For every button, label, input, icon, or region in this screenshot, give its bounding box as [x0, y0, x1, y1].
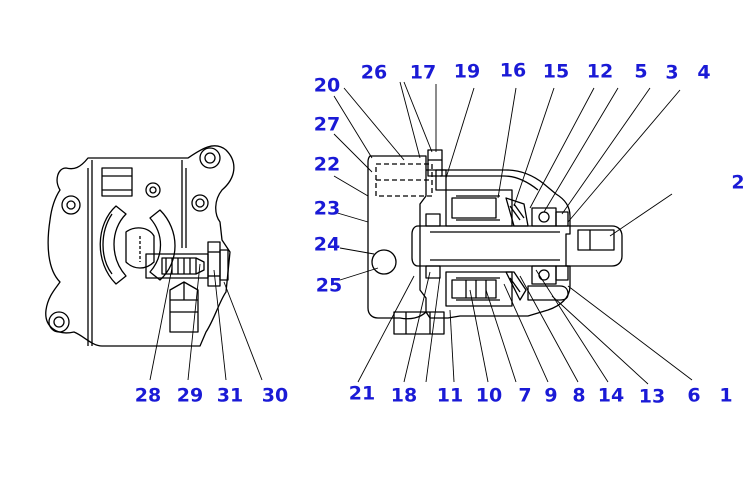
callout-31: 31 — [216, 384, 244, 407]
callout-26: 26 — [360, 61, 388, 84]
lower-plug — [169, 281, 199, 333]
callout-12: 12 — [586, 60, 614, 83]
oil-seal-lower — [555, 265, 569, 281]
motor-housing — [425, 169, 571, 319]
cover-plug — [371, 249, 397, 275]
piston-lower — [451, 279, 497, 299]
callout-8: 8 — [572, 384, 586, 407]
callout-22: 22 — [313, 153, 341, 176]
callout-14: 14 — [597, 384, 625, 407]
callout-27: 27 — [313, 113, 341, 136]
callout-17: 17 — [409, 61, 437, 84]
upper-plug — [101, 167, 133, 197]
callout-3: 3 — [665, 61, 679, 84]
callout-16: 16 — [499, 59, 527, 82]
callout-1: 1 — [719, 384, 733, 407]
piston-upper — [451, 197, 497, 219]
shaft-key — [577, 229, 615, 251]
callout-30: 30 — [261, 384, 289, 407]
rear-bearing-lower — [425, 265, 441, 279]
callout-18: 18 — [390, 384, 418, 407]
drain-boss — [527, 285, 569, 301]
callout-4: 4 — [697, 61, 711, 84]
callout-15: 15 — [542, 60, 570, 83]
end-view — [45, 145, 235, 347]
output-shaft — [411, 225, 623, 267]
kidney-port-left — [99, 205, 127, 285]
bolt-boss-top-right — [199, 147, 221, 169]
kidney-port-right — [149, 209, 176, 281]
callout-11: 11 — [436, 384, 464, 407]
front-bearing-upper — [531, 207, 557, 227]
bolt-head — [427, 149, 443, 177]
bolt-boss-right — [191, 194, 209, 212]
callout-24: 24 — [313, 233, 341, 256]
top-port — [435, 169, 447, 191]
section-view — [367, 149, 623, 335]
bolt-boss-left — [61, 195, 81, 215]
swash-plate — [505, 197, 529, 227]
end-view-housing — [45, 145, 235, 347]
callout-6: 6 — [687, 384, 701, 407]
front-bearing-lower — [531, 265, 557, 285]
callout-9: 9 — [544, 384, 558, 407]
callout-29: 29 — [176, 384, 204, 407]
small-hole — [145, 182, 161, 198]
callout-21: 21 — [348, 382, 376, 405]
bottom-port — [393, 311, 445, 335]
center-port — [125, 227, 155, 269]
valve-end-cap — [207, 241, 221, 287]
leader-lines — [149, 81, 693, 385]
callout-19: 19 — [453, 60, 481, 83]
callout-10: 10 — [475, 384, 503, 407]
callout-28: 28 — [134, 384, 162, 407]
callout-23: 23 — [313, 197, 341, 220]
callout-2: 2 — [731, 171, 745, 194]
callout-25: 25 — [315, 274, 343, 297]
bolt-boss-bottom-left — [48, 311, 70, 333]
callout-7: 7 — [518, 384, 532, 407]
callout-5: 5 — [634, 60, 648, 83]
oil-seal-upper — [555, 211, 569, 227]
rear-bearing-upper — [425, 213, 441, 227]
callout-20: 20 — [313, 74, 341, 97]
callout-13: 13 — [638, 385, 666, 408]
